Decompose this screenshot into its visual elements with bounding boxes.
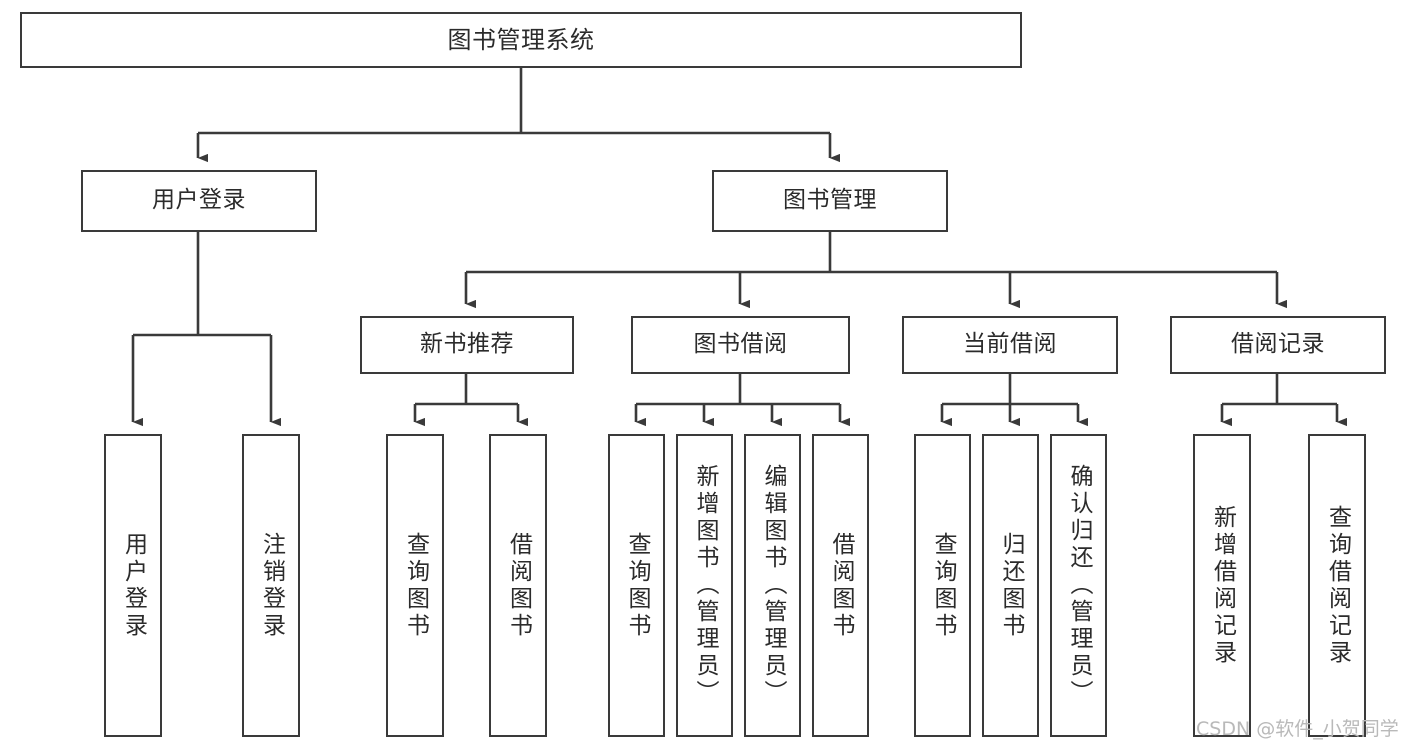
node-new-book-recommend[interactable]: 新书推荐: [360, 316, 574, 374]
node-leaf-query-borrow-record[interactable]: 查询借阅记录: [1308, 434, 1366, 737]
node-label: 借阅图书: [505, 531, 532, 640]
node-leaf-borrow-book[interactable]: 借阅图书: [812, 434, 869, 737]
node-leaf-logout[interactable]: 注销登录: [242, 434, 300, 737]
node-leaf-query-book-current[interactable]: 查询图书: [914, 434, 971, 737]
node-label: 查询图书: [930, 531, 956, 640]
node-label: 借阅图书: [828, 531, 854, 640]
node-book-borrow[interactable]: 图书借阅: [631, 316, 850, 374]
node-label: 图书管理: [783, 187, 877, 214]
node-label: 当前借阅: [963, 331, 1057, 358]
node-book-management[interactable]: 图书管理: [712, 170, 948, 232]
node-label: 查询图书: [402, 531, 429, 640]
node-label: 新增借阅记录: [1209, 504, 1236, 667]
node-leaf-return-book[interactable]: 归还图书: [982, 434, 1039, 737]
node-leaf-query-book-recommend[interactable]: 查询图书: [386, 434, 444, 737]
node-label: 确认归还（管理员）: [1066, 464, 1092, 707]
node-label: 用户登录: [152, 187, 246, 214]
node-label: 注销登录: [258, 531, 285, 640]
node-user-login[interactable]: 用户登录: [81, 170, 317, 232]
node-label: 用户登录: [120, 531, 147, 640]
node-leaf-confirm-return-admin[interactable]: 确认归还（管理员）: [1050, 434, 1107, 737]
node-label: 图书管理系统: [447, 25, 595, 54]
node-current-borrow[interactable]: 当前借阅: [902, 316, 1118, 374]
node-label: 图书借阅: [693, 331, 788, 358]
node-label: 新书推荐: [420, 331, 514, 358]
node-borrow-record[interactable]: 借阅记录: [1170, 316, 1386, 374]
node-label: 借阅记录: [1231, 331, 1325, 358]
node-leaf-borrow-book-recommend[interactable]: 借阅图书: [489, 434, 547, 737]
node-leaf-add-book-admin[interactable]: 新增图书（管理员）: [676, 434, 733, 737]
node-label: 归还图书: [998, 531, 1024, 640]
node-label: 查询借阅记录: [1324, 504, 1351, 667]
node-label: 编辑图书（管理员）: [760, 464, 786, 707]
node-label: 新增图书（管理员）: [692, 464, 718, 707]
node-leaf-edit-book-admin[interactable]: 编辑图书（管理员）: [744, 434, 801, 737]
node-leaf-user-login[interactable]: 用户登录: [104, 434, 162, 737]
node-root-book-management-system[interactable]: 图书管理系统: [20, 12, 1022, 68]
node-leaf-add-borrow-record[interactable]: 新增借阅记录: [1193, 434, 1251, 737]
node-leaf-query-book-borrow[interactable]: 查询图书: [608, 434, 665, 737]
node-label: 查询图书: [624, 531, 650, 640]
